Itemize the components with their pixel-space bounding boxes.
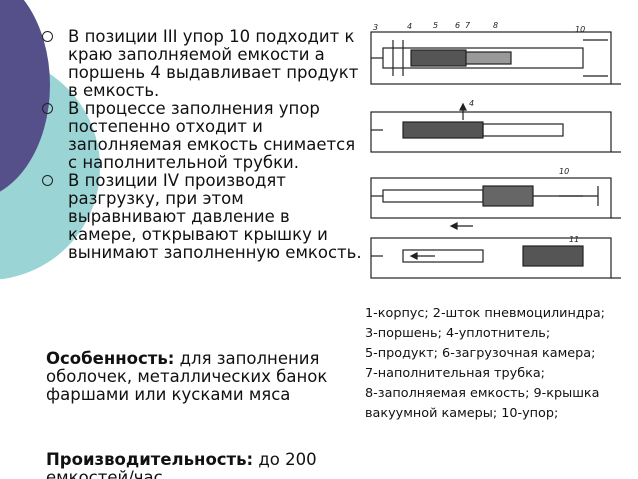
bullet-item: В позиции III упор 10 подходит к краю за…	[38, 28, 363, 100]
legend-item: 3-поршень; 4-уплотнитель;	[365, 326, 551, 341]
diagram-position-2	[370, 102, 621, 153]
diagram-number: 6	[455, 21, 460, 30]
legend-item: 8-заполняемая емкость; 9-крышка	[365, 386, 600, 401]
bullet-item: В процессе заполнения упор постепенно от…	[38, 100, 363, 172]
diagram-number: 7	[465, 21, 471, 30]
diagram-number: 11	[569, 235, 579, 244]
bullet-list: В позиции III упор 10 подходит к краю за…	[38, 28, 363, 262]
productivity-paragraph: Производительность: до 200 емкостей/час	[46, 451, 356, 479]
feature-label: Особенность:	[46, 349, 175, 368]
bullet-text: В процессе заполнения упор постепенно от…	[68, 99, 356, 172]
legend-item: вакуумной камеры; 10-упор;	[365, 406, 559, 421]
productivity-label: Производительность:	[46, 450, 254, 469]
feature-text: для заполнения оболочек, металлических б…	[46, 349, 328, 404]
machine-diagram: 3 4 5 6 7 8 10 4 10 11	[370, 21, 621, 279]
diagram-number: 8	[493, 21, 498, 30]
legend-item: 1-корпус; 2-шток пневмоцилиндра;	[365, 306, 605, 321]
diagram-number: 10	[559, 167, 569, 176]
feature-paragraph: Особенность: для заполнения оболочек, ме…	[46, 350, 356, 404]
diagram-number: 4	[469, 99, 474, 108]
bullet-marker-icon	[42, 175, 53, 186]
diagram-position-4	[370, 237, 621, 279]
diagram-legend: 1-корпус; 2-шток пневмоцилиндра; 3-порше…	[365, 305, 625, 425]
productivity-text: до 200 емкостей/час	[46, 450, 317, 479]
diagram-position-1	[370, 31, 621, 85]
diagram-number: 3	[373, 23, 378, 32]
diagram-number: 4	[407, 22, 412, 31]
legend-item: 5-продукт; 6-загрузочная камера;	[365, 346, 596, 361]
bullet-item: В позиции IV производят разгрузку, при э…	[38, 172, 363, 262]
bullet-marker-icon	[42, 31, 53, 42]
diagram-number: 5	[433, 21, 438, 30]
diagram-position-3	[370, 177, 621, 230]
bullet-text: В позиции III упор 10 подходит к краю за…	[68, 27, 359, 100]
bullet-text: В позиции IV производят разгрузку, при э…	[68, 171, 362, 262]
diagram-number: 10	[575, 25, 585, 34]
legend-item: 7-наполнительная трубка;	[365, 366, 545, 381]
bullet-marker-icon	[42, 103, 53, 114]
